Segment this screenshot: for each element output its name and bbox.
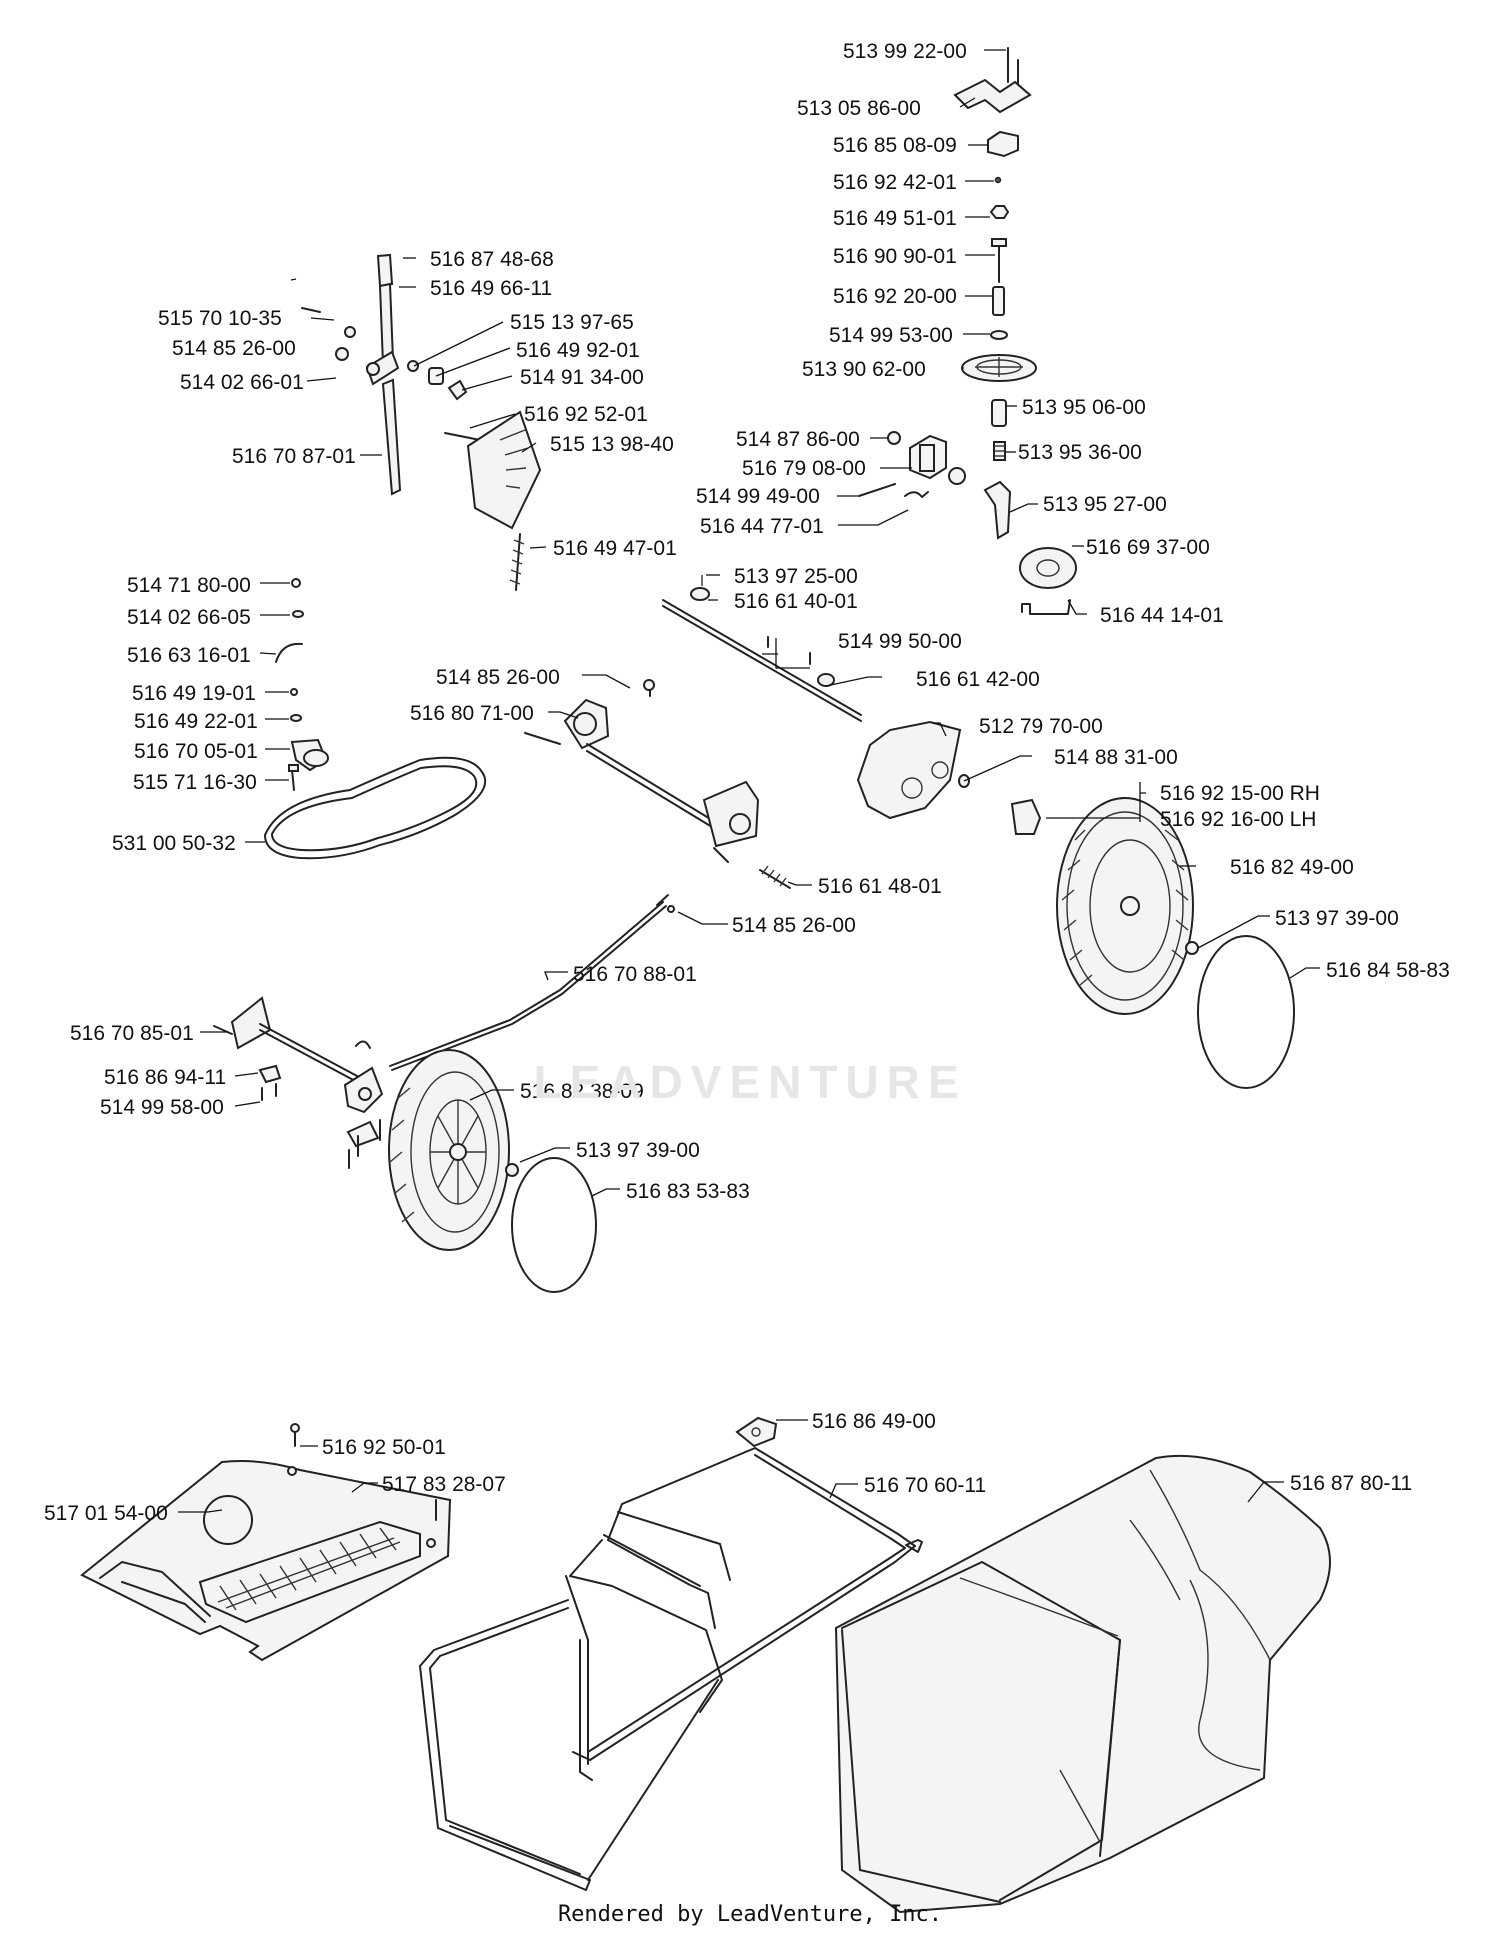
part-label: 514 99 49-00 xyxy=(696,485,820,508)
footer-credit: Rendered by LeadVenture, Inc. xyxy=(557,1902,943,1927)
part-label: 516 70 05-01 xyxy=(134,740,258,763)
part-label: 516 83 53-83 xyxy=(626,1180,750,1203)
part-label: 516 49 22-01 xyxy=(134,710,258,733)
left-wheel xyxy=(388,1049,597,1293)
part-label: 516 87 48-68 xyxy=(430,248,554,271)
part-label: 516 44 77-01 xyxy=(700,515,824,538)
part-label: 513 99 22-00 xyxy=(843,40,967,63)
part-label: 516 63 16-01 xyxy=(127,644,251,667)
part-label: 517 83 28-07 xyxy=(382,1473,506,1496)
part-label: 514 71 80-00 xyxy=(127,574,251,597)
part-label: 517 01 54-00 xyxy=(44,1502,168,1525)
part-label: 516 84 58-83 xyxy=(1326,959,1450,982)
belt-hardware xyxy=(264,578,487,860)
part-label: 513 97 39-00 xyxy=(1275,907,1399,930)
control-lever-assembly xyxy=(301,253,542,591)
part-label: 514 99 50-00 xyxy=(838,630,962,653)
part-label: 516 70 60-11 xyxy=(864,1474,986,1497)
part-label: 514 91 34-00 xyxy=(520,366,644,389)
part-label: 514 87 86-00 xyxy=(736,428,860,451)
part-label: 516 82 49-00 xyxy=(1230,856,1354,879)
part-label: 531 00 50-32 xyxy=(112,832,236,855)
part-label: 516 49 92-01 xyxy=(516,339,640,362)
part-label: 513 05 86-00 xyxy=(797,97,921,120)
part-label: 513 95 06-00 xyxy=(1022,396,1146,419)
part-label: 516 92 50-01 xyxy=(322,1436,446,1459)
part-label: 516 70 88-01 xyxy=(573,963,697,986)
height-adjuster-assembly xyxy=(858,47,1077,615)
part-label: 514 99 58-00 xyxy=(100,1096,224,1119)
part-label: 514 85 26-00 xyxy=(732,914,856,937)
leader-lines xyxy=(178,49,1320,1513)
part-label: 516 92 20-00 xyxy=(833,285,957,308)
part-label: 514 88 31-00 xyxy=(1054,746,1178,769)
grass-bag xyxy=(834,1454,1331,1914)
right-wheel xyxy=(1056,797,1295,1089)
part-labels: 513 99 22-00 513 05 86-00 516 85 08-09 5… xyxy=(44,40,1450,1525)
discharge-cover xyxy=(80,1423,452,1662)
part-label: 516 79 08-00 xyxy=(742,457,866,480)
watermark: LEADVENTURE xyxy=(533,1056,967,1108)
part-label: 516 85 08-09 xyxy=(833,134,957,157)
part-label: 516 61 42-00 xyxy=(916,668,1040,691)
part-label: 513 95 27-00 xyxy=(1043,493,1167,516)
part-label: 514 85 26-00 xyxy=(172,337,296,360)
part-label: 515 13 98-40 xyxy=(550,433,674,456)
part-label: 516 61 40-01 xyxy=(734,590,858,613)
part-label: 514 02 66-01 xyxy=(180,371,304,394)
part-label: 516 80 71-00 xyxy=(410,702,534,725)
part-label: 516 86 49-00 xyxy=(812,1410,936,1433)
part-label: 516 49 19-01 xyxy=(132,682,256,705)
part-label: 515 13 97-65 xyxy=(510,311,634,334)
rear-lift-rods xyxy=(213,894,675,1169)
part-drawings xyxy=(80,47,1331,1914)
part-label: 516 49 47-01 xyxy=(553,537,677,560)
part-label: 516 86 94-11 xyxy=(104,1066,226,1089)
part-label: 514 99 53-00 xyxy=(829,324,953,347)
part-label: 516 92 15-00 RH xyxy=(1160,782,1320,805)
part-label: 513 95 36-00 xyxy=(1018,441,1142,464)
part-label: 514 85 26-00 xyxy=(436,666,560,689)
drive-axle-assembly xyxy=(524,575,1042,889)
part-label: 516 70 87-01 xyxy=(232,445,356,468)
part-label: 516 69 37-00 xyxy=(1086,536,1210,559)
part-label: 516 44 14-01 xyxy=(1100,604,1224,627)
part-label: 516 70 85-01 xyxy=(70,1022,194,1045)
part-label: 514 02 66-05 xyxy=(127,606,251,629)
part-label: 516 49 66-11 xyxy=(430,277,552,300)
part-label: 516 92 52-01 xyxy=(524,403,648,426)
part-label: 515 70 10-35 xyxy=(158,307,282,330)
part-label: 516 87 80-11 xyxy=(1290,1472,1412,1495)
part-label: 516 82 38-09 xyxy=(520,1080,644,1103)
part-label: 516 92 42-01 xyxy=(833,171,957,194)
part-label: 513 97 25-00 xyxy=(734,565,858,588)
part-label: 513 90 62-00 xyxy=(802,358,926,381)
part-label: 513 97 39-00 xyxy=(576,1139,700,1162)
part-label: 512 79 70-00 xyxy=(979,715,1103,738)
part-label: 515 71 16-30 xyxy=(133,771,257,794)
part-label: 516 61 48-01 xyxy=(818,875,942,898)
part-label: 516 49 51-01 xyxy=(833,207,957,230)
grass-bag-frame xyxy=(419,1416,923,1891)
part-label: 516 90 90-01 xyxy=(833,245,957,268)
part-label: 516 92 16-00 LH xyxy=(1160,808,1316,831)
